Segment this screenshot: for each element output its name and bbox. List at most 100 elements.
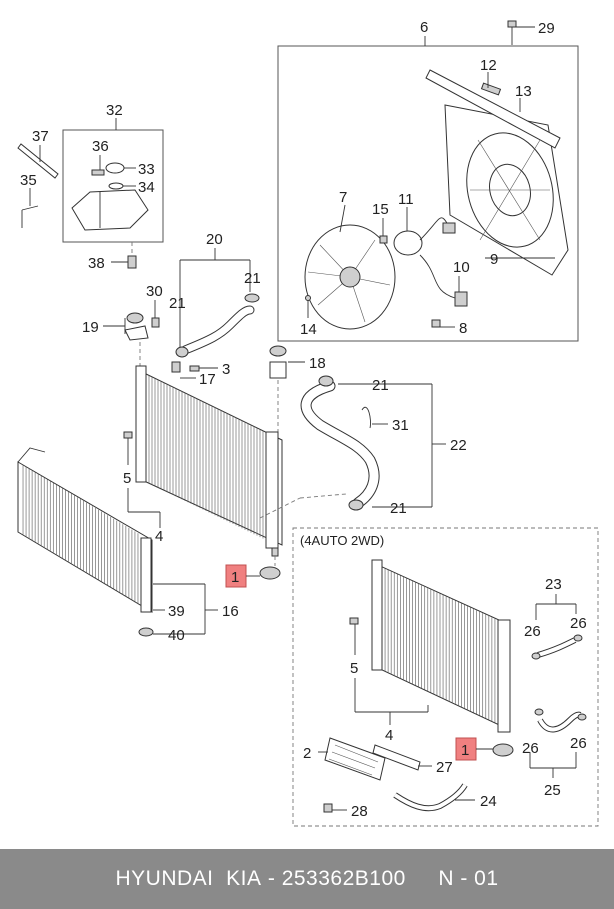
callout-33: 33	[138, 161, 155, 178]
callout-18: 18	[309, 355, 326, 372]
bracket-5a	[123, 431, 133, 439]
bolt-30	[151, 317, 160, 328]
hose-clamp-21a	[244, 293, 260, 303]
footer-part-number: 253362B100	[281, 867, 406, 890]
callout-39: 39	[168, 603, 185, 620]
lower-hose-group	[300, 375, 446, 511]
callout-22: 22	[450, 437, 467, 454]
screw-15	[379, 235, 388, 244]
oil-cooler-2	[324, 737, 386, 781]
callout-15: 15	[372, 201, 389, 218]
callout-21d: 21	[390, 500, 407, 517]
callout-26b: 26	[570, 615, 587, 632]
connector-11	[442, 222, 456, 234]
reservoir-frame	[62, 129, 164, 243]
callout-12: 12	[480, 57, 497, 74]
callout-1a: 1	[231, 569, 239, 586]
callout-30: 30	[146, 283, 163, 300]
callout-21c: 21	[372, 377, 389, 394]
callout-37: 37	[32, 128, 49, 145]
mount-rubber-19	[126, 312, 144, 324]
bolt-38	[127, 255, 137, 269]
callout-35: 35	[20, 172, 37, 189]
callout-19: 19	[82, 319, 99, 336]
callout-36: 36	[92, 138, 109, 155]
bolt-28	[323, 803, 333, 813]
inset-radiator-core	[377, 564, 511, 731]
lower-radiator-hose-22	[300, 380, 380, 509]
coolant-reservoir	[71, 189, 149, 231]
filler-neck-18	[269, 345, 287, 357]
callout-24: 24	[480, 793, 497, 810]
inset-mount-insulator-1	[492, 743, 514, 757]
footer-separator: -	[261, 867, 282, 890]
radiator-right-tank	[265, 431, 279, 549]
clamp-26a	[531, 652, 541, 660]
callout-21a: 21	[244, 270, 261, 287]
upper-hose-group	[175, 248, 260, 358]
screw-8	[431, 319, 441, 328]
callout-10: 10	[453, 259, 470, 276]
radiator-cap-18	[269, 361, 287, 379]
hose-guide-37	[17, 143, 59, 179]
radiator-cap-group	[269, 345, 305, 432]
callout-1b: 1	[461, 742, 469, 759]
callout-29: 29	[538, 20, 555, 37]
clip-14	[305, 295, 311, 301]
callout-2: 2	[303, 745, 311, 762]
fan-motor-11	[393, 230, 423, 256]
bracket-27	[372, 744, 421, 771]
inset-frame	[292, 527, 599, 827]
callout-20: 20	[206, 231, 223, 248]
radiator-left-tank	[135, 365, 147, 483]
callout-31: 31	[392, 417, 409, 434]
exploded-parts-diagram: 29 6 12 13 32 37 36 33 34 35 38 7 15 11 …	[17, 19, 599, 827]
footer-brand: HYUNDAI KIA	[115, 867, 262, 890]
reservoir-group	[17, 118, 164, 269]
clamp-26b	[573, 634, 583, 642]
callout-3: 3	[222, 361, 230, 378]
drier-cap-40	[138, 627, 154, 637]
footer-page: N - 01	[438, 867, 499, 890]
hose-clamp-21b	[175, 346, 189, 358]
callout-23: 23	[545, 576, 562, 593]
condenser-core	[17, 461, 153, 613]
resistor-10	[454, 291, 468, 307]
screw-29	[507, 20, 517, 28]
callout-4a: 4	[155, 528, 163, 545]
clamp-26c	[534, 708, 544, 716]
callout-38: 38	[88, 255, 105, 272]
mount-bracket-19	[124, 325, 149, 341]
reservoir-cap-33	[105, 162, 125, 174]
bracket-5b	[349, 617, 359, 625]
callout-17: 17	[199, 371, 216, 388]
callout-34: 34	[138, 179, 155, 196]
bolt-3	[189, 365, 200, 372]
callout-28: 28	[351, 803, 368, 820]
callout-4b: 4	[385, 727, 393, 744]
callout-16: 16	[222, 603, 239, 620]
callout-40: 40	[168, 627, 185, 644]
inset-4auto-2wd	[292, 527, 599, 827]
bracket-17	[171, 361, 181, 373]
callout-21b: 21	[169, 295, 186, 312]
radiator-mount-insulator-1	[259, 566, 281, 580]
callout-5b: 5	[350, 660, 358, 677]
inset-radiator-right-tank	[497, 619, 511, 733]
fan-group-frame	[277, 45, 579, 342]
callout-27: 27	[436, 759, 453, 776]
footer-bar: HYUNDAI KIA - 253362B100 N - 01	[0, 849, 614, 909]
inset-radiator-left-tank	[371, 559, 383, 671]
mount-bracket-group	[103, 300, 218, 379]
callout-7: 7	[339, 189, 347, 206]
callout-9: 9	[490, 251, 498, 268]
callout-25: 25	[544, 782, 561, 799]
callout-26c: 26	[522, 740, 539, 757]
hose-clamp-21d	[348, 499, 364, 511]
main-radiator	[123, 365, 347, 580]
callout-8: 8	[459, 320, 467, 337]
clip-12	[480, 82, 502, 96]
callout-6: 6	[420, 19, 428, 36]
label-36	[91, 169, 105, 176]
